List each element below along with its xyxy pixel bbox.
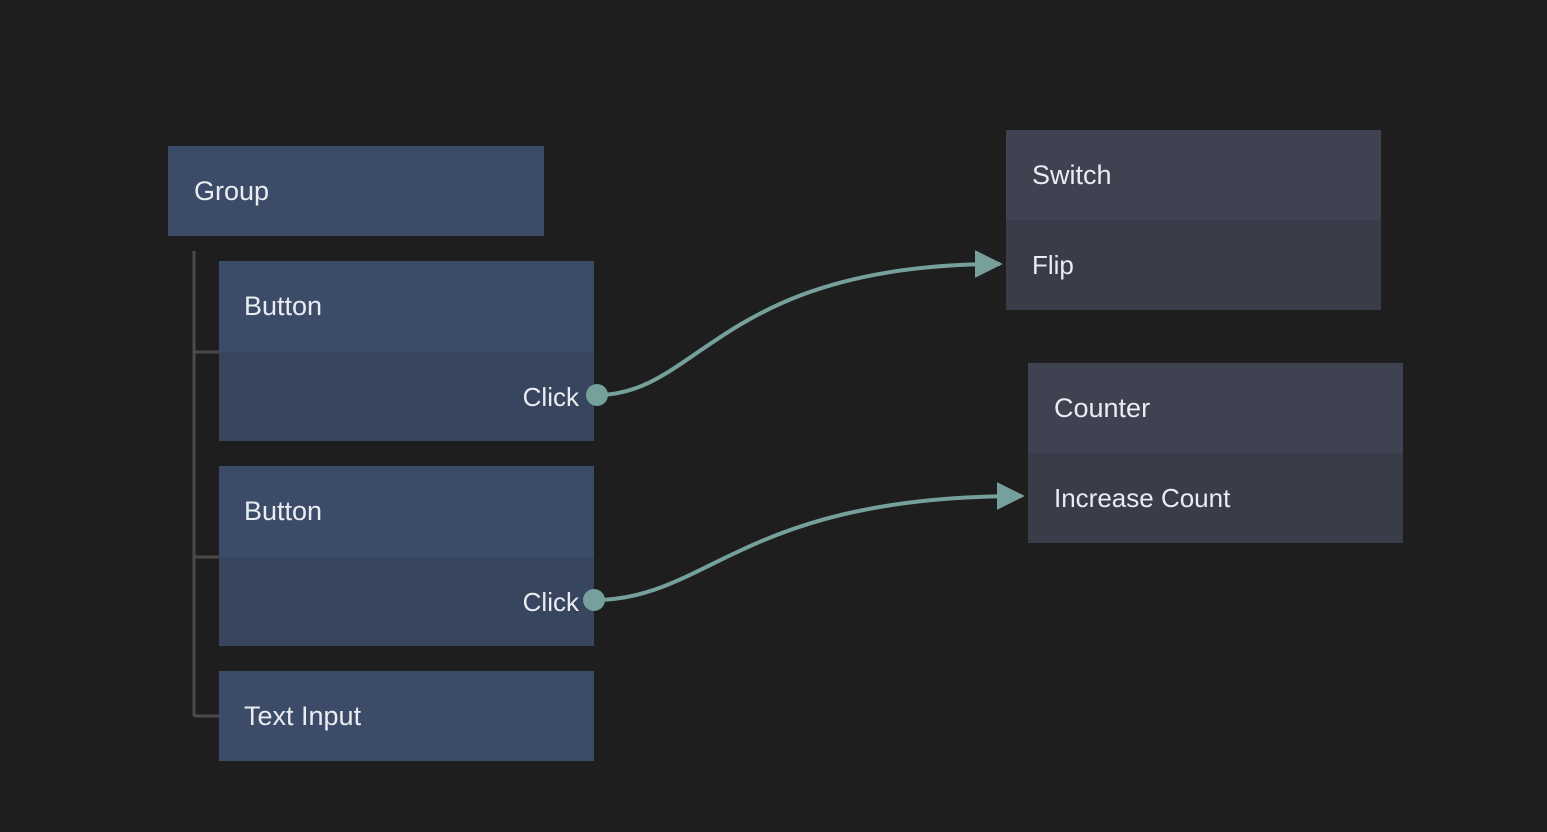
node-text-input-title: Text Input — [244, 700, 362, 731]
node-counter-header[interactable]: Counter — [1028, 363, 1403, 453]
node-counter-body: Increase Count — [1028, 453, 1403, 543]
node-button-1-header[interactable]: Button — [219, 261, 594, 352]
edge-button1-click-to-switch-flip[interactable] — [596, 250, 1003, 397]
node-counter[interactable]: Counter Increase Count — [1028, 363, 1403, 543]
node-switch-header[interactable]: Switch — [1006, 130, 1381, 220]
node-button-2-body: Click — [219, 557, 594, 646]
node-switch[interactable]: Switch Flip — [1006, 130, 1381, 310]
edge-button2-click-to-counter-increase[interactable] — [593, 482, 1025, 602]
output-port-button-2-click[interactable] — [583, 589, 605, 611]
node-button-2-header[interactable]: Button — [219, 466, 594, 557]
node-button-2-title: Button — [244, 496, 323, 526]
node-counter-title: Counter — [1054, 392, 1151, 423]
output-port-button-1-click[interactable] — [586, 384, 608, 406]
node-button-1-click-port-label: Click — [522, 381, 579, 412]
node-text-input[interactable]: Text Input — [219, 671, 594, 761]
node-button-1-body: Click — [219, 352, 594, 441]
node-group-header[interactable]: Group — [168, 146, 544, 236]
node-switch-flip-port-label: Flip — [1032, 250, 1074, 280]
node-switch-title: Switch — [1032, 159, 1112, 190]
node-switch-body: Flip — [1006, 220, 1381, 310]
node-button-2[interactable]: Button Click — [219, 466, 594, 646]
node-button-2-click-port-label: Click — [522, 586, 579, 617]
node-group-title: Group — [194, 175, 270, 206]
node-button-1-title: Button — [244, 291, 323, 321]
node-group[interactable]: Group — [168, 146, 544, 236]
node-button-1[interactable]: Button Click — [219, 261, 594, 441]
node-counter-increase-port-label: Increase Count — [1054, 483, 1231, 513]
node-text-input-header[interactable]: Text Input — [219, 671, 594, 761]
